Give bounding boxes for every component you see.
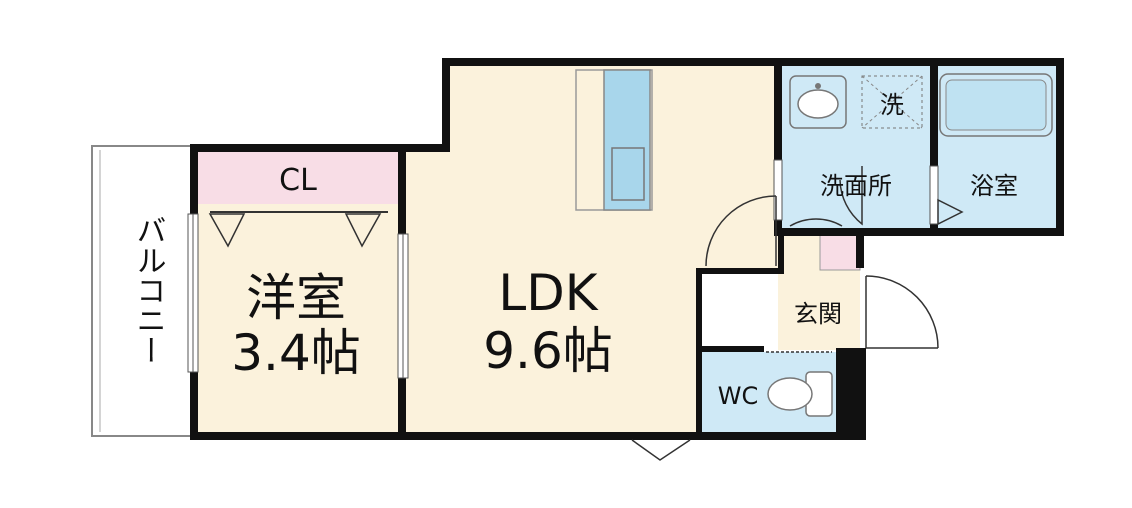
ldk-size: 9.6帖 xyxy=(483,322,613,380)
doors xyxy=(631,166,964,461)
ldk-name: LDK xyxy=(498,264,598,322)
toilet-label: WC xyxy=(718,382,759,410)
ldk-floor xyxy=(404,62,778,432)
windows xyxy=(187,159,939,379)
closet-label: CL xyxy=(279,163,317,198)
kitchen-sink-icon xyxy=(611,147,645,201)
balcony: バルコニー xyxy=(91,145,195,437)
closet-doors xyxy=(208,211,388,248)
washbasin-icon xyxy=(789,75,847,129)
closet-floor xyxy=(198,152,398,204)
shoe-cabinet xyxy=(819,231,861,271)
entrance-label: 玄関 xyxy=(794,300,842,328)
bathroom-label: 浴室 xyxy=(970,172,1018,200)
washroom-label: 洗面所 xyxy=(820,172,892,200)
balcony-label: バルコニー xyxy=(131,215,166,365)
washing-machine-pan-icon: 洗 xyxy=(861,75,923,129)
western-room-size: 3.4帖 xyxy=(231,324,361,382)
toilet-icon xyxy=(767,371,833,417)
laundry-label: 洗 xyxy=(880,91,904,119)
kitchen-counter xyxy=(575,69,653,211)
bathtub-icon xyxy=(939,73,1053,137)
western-room-name: 洋室 xyxy=(246,269,346,327)
